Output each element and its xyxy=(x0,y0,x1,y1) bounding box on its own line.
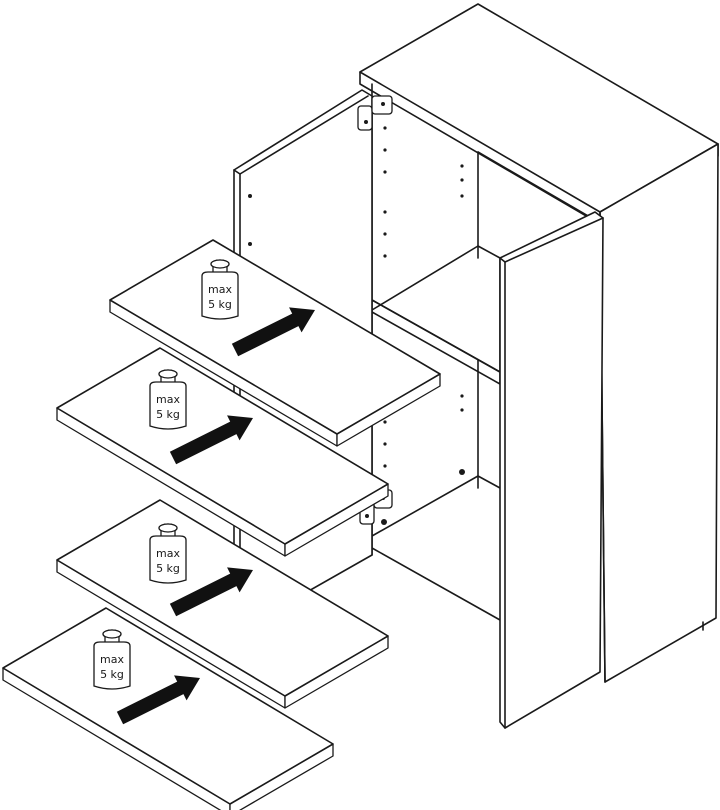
shelf-1: max 5 kg xyxy=(109,239,441,447)
weight-limit-icon: max 5 kg xyxy=(149,523,187,584)
shelf-pin-holes xyxy=(383,126,465,475)
shelf-board xyxy=(2,607,334,805)
weight-limit-icon: max 5 kg xyxy=(201,259,239,320)
insert-direction-arrow-icon xyxy=(169,567,253,617)
cabinet-right-side xyxy=(599,143,719,683)
weight-label-kg: 5 kg xyxy=(156,562,180,575)
weight-label-kg: 5 kg xyxy=(100,668,124,681)
shelf-3: max 5 kg xyxy=(56,499,389,709)
shelf-2: max 5 kg xyxy=(56,347,389,557)
top-hinge xyxy=(357,95,393,131)
insert-direction-arrow-icon xyxy=(169,415,253,465)
weight-label-max: max xyxy=(156,547,180,560)
cabinet-right-door xyxy=(499,211,604,729)
weight-label-kg: 5 kg xyxy=(208,298,232,311)
insert-direction-arrow-icon xyxy=(231,307,315,357)
insert-direction-arrow-icon xyxy=(116,675,200,725)
shelf-board xyxy=(56,347,389,545)
weight-limit-icon: max 5 kg xyxy=(149,369,187,430)
shelf-board xyxy=(56,499,389,697)
weight-label-max: max xyxy=(156,393,180,406)
weight-label-max: max xyxy=(100,653,124,666)
shelf-4: max 5 kg xyxy=(2,607,334,810)
weight-label-max: max xyxy=(208,283,232,296)
weight-limit-icon: max 5 kg xyxy=(93,629,131,690)
loose-shelves: max 5 kg max 5 kg max 5 kg max 5 kg xyxy=(2,239,441,810)
weight-label-kg: 5 kg xyxy=(156,408,180,421)
